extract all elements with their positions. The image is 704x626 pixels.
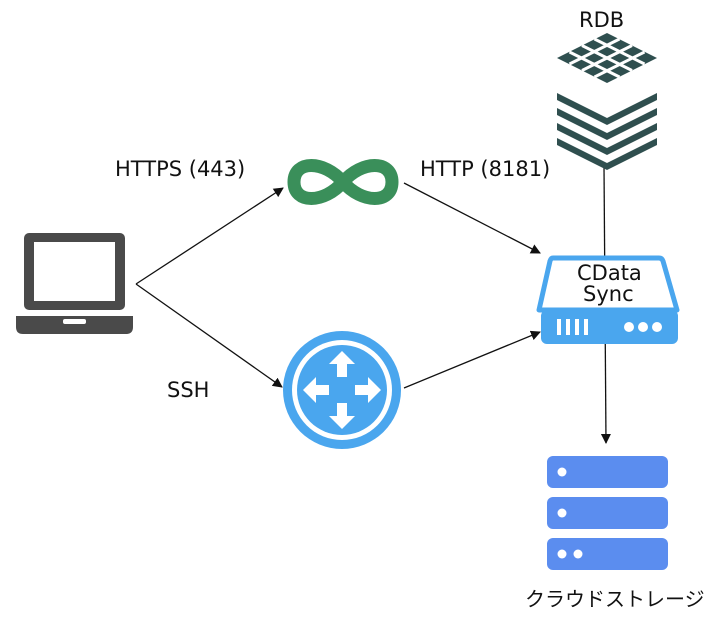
rdb-label: RDB xyxy=(579,8,625,32)
ssh-label: SSH xyxy=(167,378,210,402)
rdb-stack-icon xyxy=(557,33,657,170)
edge-router-to-cdata xyxy=(403,330,541,389)
https-label: HTTPS (443) xyxy=(115,157,246,181)
storage-label: クラウドストレージ xyxy=(525,587,704,611)
storage-server-icon xyxy=(547,456,668,570)
server-icon xyxy=(536,255,680,344)
edge-laptop-to-router xyxy=(135,283,283,388)
edge-infinity-to-cdata xyxy=(403,182,541,254)
edge-laptop-to-infinity xyxy=(135,187,284,285)
infinity-icon xyxy=(287,159,399,205)
http-label: HTTP (8181) xyxy=(420,157,551,181)
laptop-icon xyxy=(16,233,133,334)
cdata-label-line2: Sync xyxy=(583,282,634,306)
cdata-label-line1: CData xyxy=(577,261,642,285)
router-icon xyxy=(283,331,401,449)
